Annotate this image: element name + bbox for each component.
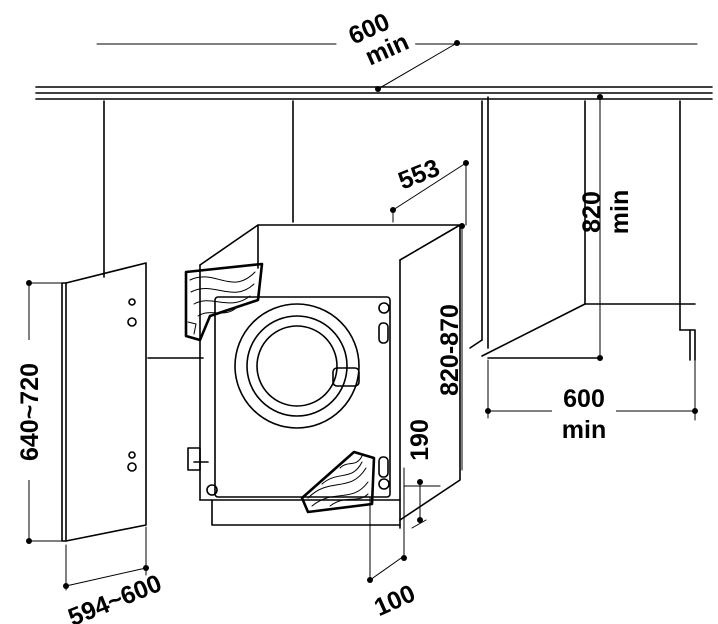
dim-machine-height: 820-870 (436, 223, 465, 471)
machine-depth-value: 553 (394, 154, 443, 196)
dim-door-height: 640~720 (12, 280, 63, 544)
dim-countertop-width: 600 min (96, 0, 698, 92)
niche-height-value: 820 (578, 191, 606, 233)
machine-height-value: 820-870 (436, 304, 464, 396)
decor-door-panel (61, 262, 147, 542)
niche-depth-qualifier: min (562, 416, 606, 444)
door-width-value: 594~600 (64, 569, 165, 624)
niche-height-qualifier: min (606, 190, 634, 234)
dim-niche-height: 820 min (578, 94, 634, 361)
dim-machine-depth: 553 (390, 154, 469, 226)
door-height-value: 640~720 (16, 363, 44, 461)
cabinet-carcass (103, 96, 696, 361)
kick-depth-value: 100 (370, 579, 420, 622)
dim-kick-depth: 100 (367, 497, 420, 622)
dim-door-width: 594~600 (63, 526, 166, 624)
dim-kick-height: 190 (403, 419, 441, 529)
countertop (35, 86, 713, 100)
kick-height-value: 190 (406, 419, 434, 461)
washing-machine (184, 224, 461, 529)
niche-depth-value: 600 (563, 385, 605, 413)
dim-niche-depth: 600 min (485, 359, 698, 444)
